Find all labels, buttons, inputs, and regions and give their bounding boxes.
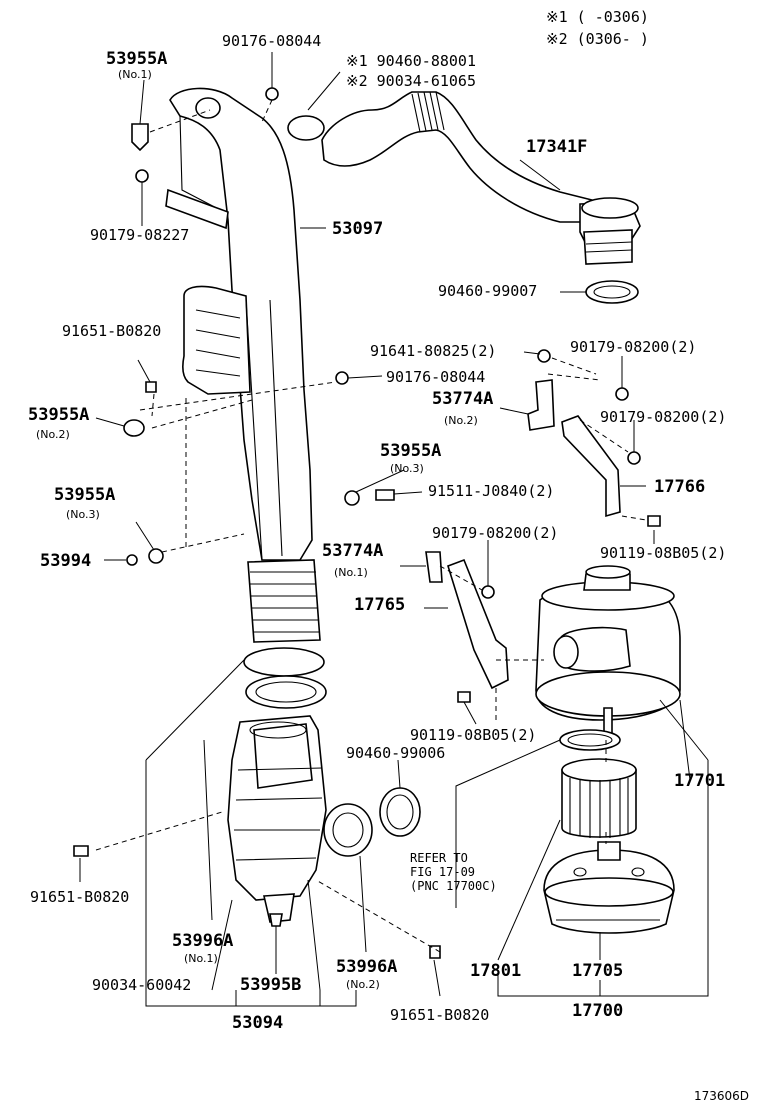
label-53995B: 53995B <box>240 975 301 995</box>
grommet-90179-08227 <box>135 169 149 183</box>
hose-17341F <box>287 91 641 265</box>
label-53996A-no2-sub: (No.2) <box>346 978 380 991</box>
label-91651-B0820-upper: 91651-B0820 <box>62 322 161 340</box>
grommet-53994 <box>126 554 138 566</box>
nut-90176-08044-top <box>265 87 279 101</box>
label-90460-99007: 90460-99007 <box>438 282 537 300</box>
label-17801: 17801 <box>470 961 521 981</box>
label-90119-08B05-right: 90119-08B05(2) <box>600 544 726 562</box>
label-17705: 17705 <box>572 961 623 981</box>
label-90176-08044-top: 90176-08044 <box>222 32 321 50</box>
label-90179-08227: 90179-08227 <box>90 226 189 244</box>
label-53955A-no3-right-sub: (No.3) <box>390 462 424 475</box>
label-91511-J0840: 91511-J0840(2) <box>428 482 554 500</box>
label-53774A-no2: 53774A <box>432 389 493 409</box>
label-90034-61065: ※2 90034-61065 <box>346 72 476 90</box>
label-53996A-no1-sub: (No.1) <box>184 952 218 965</box>
figure-id: 173606D <box>694 1089 749 1103</box>
label-90179-08200-top: 90179-08200(2) <box>570 338 696 356</box>
label-53955A-no3-left-sub: (No.3) <box>66 508 100 521</box>
nut-90176-08044-mid <box>335 371 349 385</box>
label-90460-99006: 90460-99006 <box>346 744 445 762</box>
bolt-91651-B0820-upper <box>145 381 157 393</box>
label-90034-60042: 90034-60042 <box>92 976 191 994</box>
label-90179-08200-mid: 90179-08200(2) <box>600 408 726 426</box>
label-53955A-no1: 53955A <box>106 49 167 69</box>
bolt-90119-08B05-lower <box>457 691 471 703</box>
case-17705 <box>543 841 675 934</box>
air-box-53094 <box>227 715 327 923</box>
label-53955A-no2: 53955A <box>28 405 89 425</box>
note-2: ※2 (0306- ) <box>546 30 649 48</box>
label-91651-B0820-lower: 91651-B0820 <box>390 1006 489 1024</box>
label-53774A-no2-sub: (No.2) <box>444 414 478 427</box>
label-90176-08044-mid: 90176-08044 <box>386 368 485 386</box>
clamp-90460-99007 <box>585 280 639 304</box>
label-53955A-no1-sub: (No.1) <box>118 68 152 81</box>
label-90179-08200-low: 90179-08200(2) <box>432 524 558 542</box>
label-53094: 53094 <box>232 1013 283 1033</box>
label-17341F: 17341F <box>526 137 587 157</box>
bolt-90119-08B05-right <box>647 515 661 527</box>
label-17701: 17701 <box>674 771 725 791</box>
bracket-17765 <box>447 558 509 690</box>
clip-53955A-no1 <box>131 123 149 152</box>
bracket-17766 <box>561 415 621 518</box>
bolt-91651-B0820-left <box>73 845 89 857</box>
label-53774A-no1: 53774A <box>322 541 383 561</box>
seal-53996A-no1 <box>243 647 327 709</box>
label-53774A-no1-sub: (No.1) <box>334 566 368 579</box>
label-53996A-no2: 53996A <box>336 957 397 977</box>
nut-90179-08200-b <box>627 451 641 465</box>
label-53955A-no3-right: 53955A <box>380 441 441 461</box>
clip-53955A-no3-right <box>344 490 360 506</box>
bracket-53774A-no1 <box>425 551 443 583</box>
bolt-91641-80825 <box>537 349 551 363</box>
label-53955A-no3-left: 53955A <box>54 485 115 505</box>
label-90460-88001: ※1 90460-88001 <box>346 52 476 70</box>
clamp-90460-99006 <box>379 787 421 837</box>
clip-53995B <box>269 913 283 927</box>
air-duct-53097 <box>165 87 321 643</box>
label-91651-B0820-left: 91651-B0820 <box>30 888 129 906</box>
leader-lines <box>79 52 709 1007</box>
label-53955A-no2-sub: (No.2) <box>36 428 70 441</box>
label-53097: 53097 <box>332 219 383 239</box>
label-17700: 17700 <box>572 1001 623 1021</box>
nut-90179-08200-c <box>481 585 495 599</box>
bolt-91651-B0820-lower <box>429 945 441 959</box>
label-53994: 53994 <box>40 551 91 571</box>
clip-53955A-no2 <box>123 419 145 437</box>
bracket-53774A-no2 <box>527 379 555 431</box>
seal-53996A-no2 <box>323 803 373 857</box>
gasket <box>559 729 621 751</box>
label-90119-08B05-lower: 90119-08B05(2) <box>410 726 536 744</box>
dashed-lines <box>95 99 647 953</box>
air-cleaner-cap-17701 <box>535 565 681 741</box>
label-17766: 17766 <box>654 477 705 497</box>
element-17801 <box>561 758 637 838</box>
label-91641-80825: 91641-80825(2) <box>370 342 496 360</box>
refer-line-3: (PNC 17700C) <box>410 879 497 893</box>
note-1: ※1 ( -0306) <box>546 8 649 26</box>
bolt-91511-J0840 <box>375 489 395 501</box>
refer-line-2: FIG 17-09 <box>410 865 475 879</box>
refer-line-1: REFER TO <box>410 851 468 865</box>
label-53996A-no1: 53996A <box>172 931 233 951</box>
clip-53955A-no3-left <box>148 548 164 564</box>
label-17765: 17765 <box>354 595 405 615</box>
nut-90179-08200-a <box>615 387 629 401</box>
